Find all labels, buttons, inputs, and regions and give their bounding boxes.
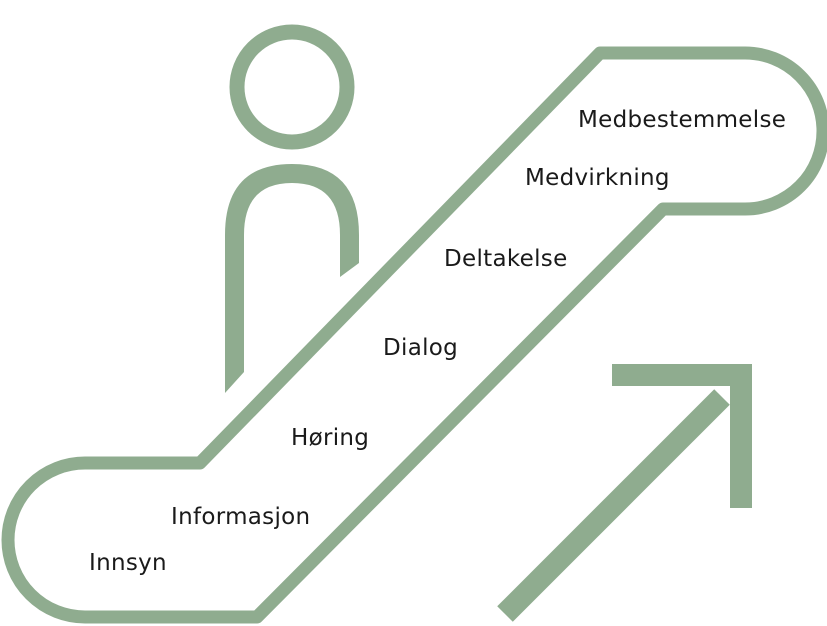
step-label-deltakelse: Deltakelse (444, 246, 568, 272)
person-head (229, 24, 355, 150)
step-label-innsyn: Innsyn (89, 550, 167, 576)
step-label-dialog: Dialog (383, 335, 458, 361)
step-label-medvirkning: Medvirkning (525, 165, 670, 191)
arrow-head (612, 364, 752, 508)
person-icon (225, 24, 359, 393)
step-label-medbestemmelse: Medbestemmelse (578, 107, 786, 133)
step-label-horing: Høring (291, 425, 369, 451)
step-label-informasjon: Informasjon (171, 504, 310, 530)
step-labels: Innsyn Informasjon Høring Dialog Deltake… (89, 107, 786, 576)
arrow-up-right-icon (497, 364, 752, 622)
person-body (225, 164, 359, 393)
escalator-icon (1, 46, 827, 624)
arrow-shaft (497, 389, 730, 622)
